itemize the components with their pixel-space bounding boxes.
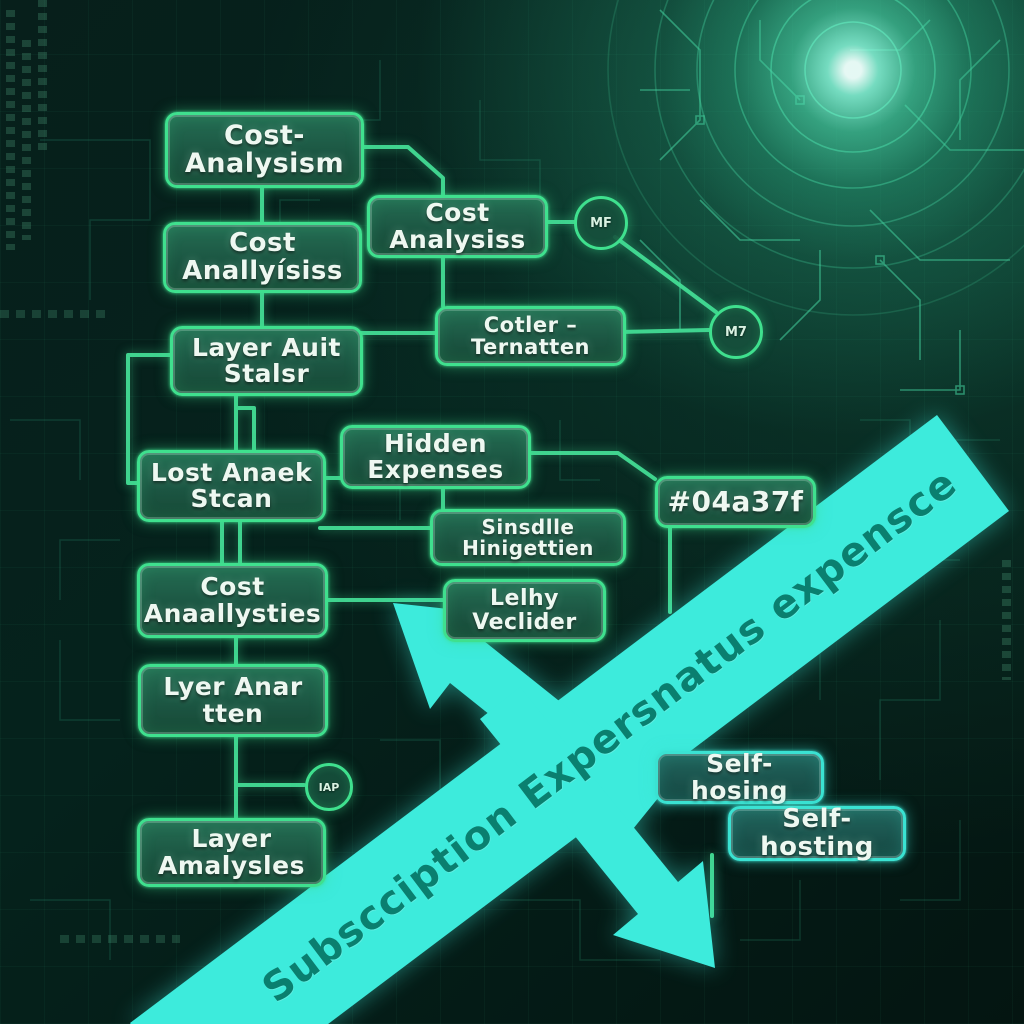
arrow-down-right-icon xyxy=(480,687,715,968)
badge-label: IAP xyxy=(318,780,340,794)
node-lelhy-veclider: Lelhy Veclider xyxy=(443,579,606,642)
node-label: Layer Auit Stalsr xyxy=(192,332,341,388)
node-self-hosing: Self-hosing xyxy=(655,751,824,804)
node-self-hosting: Self-hosting xyxy=(728,806,906,861)
node-lyer-anar-tten: Lyer Anar tten xyxy=(138,664,328,737)
node-hex-color: #04a37f xyxy=(655,476,816,528)
node-label: Cost-Analysism xyxy=(184,119,345,179)
badge-label: MF xyxy=(590,215,612,231)
node-cotler-ternatten: Cotler – Ternatten xyxy=(435,306,626,366)
node-label: Cost Anallyísiss xyxy=(182,228,343,286)
node-label: Self-hosing xyxy=(690,749,789,805)
node-layer-amalysles: Layer Amalysles xyxy=(137,818,326,887)
cyan-stub-connector xyxy=(622,782,658,798)
node-sinsdlle-hinigettien: Sinsdlle Hinigettien xyxy=(430,509,626,566)
node-hidden-expenses: Hidden Expenses xyxy=(340,425,531,489)
node-cost-anallyisiss: Cost Anallyísiss xyxy=(163,222,362,293)
node-label: Cotler – Ternatten xyxy=(470,312,591,359)
node-cost-analysism: Cost-Analysism xyxy=(165,112,364,188)
node-layer-auit-stalsr: Layer Auit Stalsr xyxy=(170,326,363,396)
node-label: Lost Anaek Stcan xyxy=(150,457,313,513)
node-label: Self-hosting xyxy=(760,804,874,862)
node-label: Hidden Expenses xyxy=(367,428,504,484)
node-lost-anaek-stcan: Lost Anaek Stcan xyxy=(137,450,326,522)
node-label: #04a37f xyxy=(667,485,804,519)
node-label: Layer Amalysles xyxy=(158,824,305,880)
node-label: Sinsdlle Hinigettien xyxy=(462,514,594,560)
badge-iap: IAP xyxy=(305,763,353,811)
badge-mf: MF xyxy=(574,196,628,250)
node-label: Cost Analysiss xyxy=(389,198,526,254)
node-label: Lelhy Veclider xyxy=(472,586,577,635)
badge-m7: M7 xyxy=(709,305,763,359)
badge-label: M7 xyxy=(725,324,747,340)
node-label: Lyer Anar tten xyxy=(163,672,303,728)
node-label: Cost Anaallysties xyxy=(143,572,322,628)
node-cost-analysiss: Cost Analysiss xyxy=(367,195,548,258)
node-cost-anaallysties: Cost Anaallysties xyxy=(137,563,328,638)
